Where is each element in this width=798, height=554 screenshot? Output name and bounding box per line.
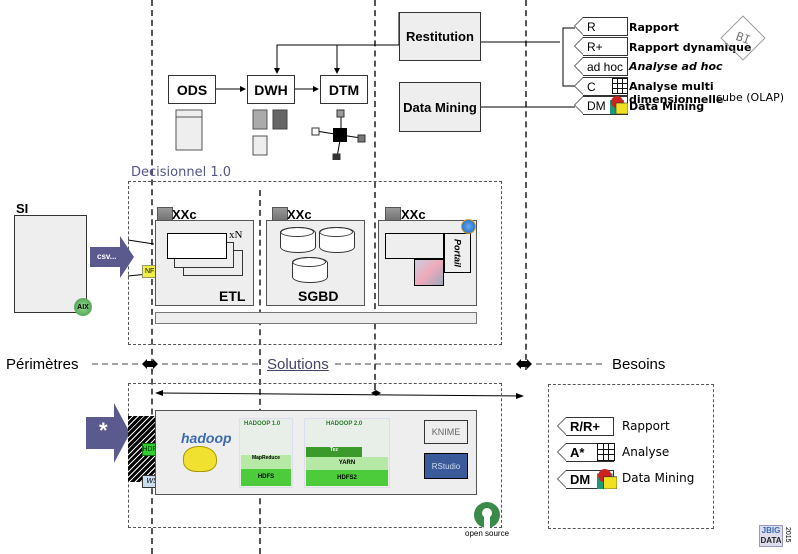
axis-lines bbox=[92, 359, 604, 399]
guide-line-middle-left bbox=[259, 190, 261, 554]
etl-window-1 bbox=[167, 233, 227, 259]
nfs-text: NFS bbox=[145, 268, 159, 275]
data-mining-icon bbox=[597, 469, 617, 489]
guide-line-right bbox=[525, 0, 527, 370]
star-arrow bbox=[86, 403, 130, 463]
cube-grid-icon bbox=[612, 78, 628, 94]
browser-icon bbox=[461, 219, 476, 234]
data-mining-box: Data Mining bbox=[399, 82, 481, 132]
hdfs-text: HDFS bbox=[142, 446, 162, 453]
olap-note: cube (OLAP) bbox=[716, 91, 785, 104]
hadoop2-title: HADOOP 2.0 bbox=[326, 421, 363, 427]
database-icon bbox=[292, 257, 328, 283]
legend-label-analyse: Analyse bbox=[622, 445, 670, 459]
rstudio-logo: RStudio bbox=[424, 453, 468, 479]
top-connectors bbox=[175, 12, 575, 160]
etl-label: ETL bbox=[219, 288, 246, 304]
tag-code: C bbox=[587, 79, 596, 94]
tag-code: R/R+ bbox=[570, 419, 600, 434]
guide-line-center bbox=[374, 0, 376, 390]
open-source-label: open source bbox=[465, 529, 510, 538]
tag-code: A* bbox=[570, 445, 585, 460]
tag-code: ad hoc bbox=[587, 59, 624, 74]
portal-server-tag: XXc bbox=[401, 207, 426, 222]
cube-grid-icon bbox=[597, 443, 615, 461]
portal-label: Portail bbox=[452, 238, 463, 267]
portal-sidebar: Portail bbox=[444, 233, 471, 273]
bi-label-data-mining: Data Mining bbox=[629, 100, 705, 113]
hadoop2-yarn-layer: YARN bbox=[306, 457, 388, 470]
hadoop1-mapreduce-layer: MapReduce bbox=[241, 455, 291, 469]
tag-code: DM bbox=[570, 472, 591, 487]
decisionnel-bus-bar bbox=[155, 312, 477, 324]
si-label: SI bbox=[16, 201, 29, 216]
csv-arrow bbox=[90, 236, 134, 278]
dtm-box: DTM bbox=[320, 75, 368, 104]
tag-code: R bbox=[587, 19, 596, 34]
legend-label-rapport: Rapport bbox=[622, 419, 670, 433]
restitution-box: Restitution bbox=[399, 12, 481, 61]
legend-tag-r-rplus: R/R+ bbox=[557, 417, 614, 436]
jbig-data-logo: JBIG DATA bbox=[759, 525, 783, 547]
bi-tag-ad-hoc: ad hoc bbox=[574, 57, 628, 76]
hadoop2-tez-layer: Tez bbox=[306, 447, 362, 457]
hadoop2-hdfs2-layer: HDFS2 bbox=[306, 470, 388, 486]
axis-solutions[interactable]: Solutions bbox=[267, 356, 329, 373]
ods-box: ODS bbox=[168, 75, 216, 104]
decisionnel-title: Decisionnel 1.0 bbox=[131, 165, 232, 180]
axis-besoins: Besoins bbox=[612, 356, 666, 373]
hadoop1-hdfs-layer: HDFS bbox=[241, 469, 291, 486]
si-box bbox=[14, 215, 87, 313]
knime-text: KNIME bbox=[431, 427, 461, 437]
etl-server-tag: XXc bbox=[172, 207, 197, 222]
legend-frame bbox=[548, 384, 714, 529]
sgbd-label: SGBD bbox=[298, 288, 339, 304]
data-mining-icon bbox=[610, 96, 628, 114]
etl-multiplier: xN bbox=[229, 229, 243, 241]
ws-text: WS bbox=[146, 478, 158, 485]
bi-label-analyse-multi: Analyse multi dimensionnelle bbox=[629, 80, 724, 106]
csv-label: csv... bbox=[97, 252, 117, 261]
bi-tag-r-plus: R+ bbox=[574, 37, 628, 56]
logo-year: 2015 bbox=[784, 527, 791, 543]
tag-code: DM bbox=[587, 98, 606, 113]
aix-text: AIX bbox=[77, 303, 89, 311]
tag-code: R+ bbox=[587, 39, 603, 54]
bi-label-rapport-dynamique: Rapport dynamique bbox=[629, 41, 752, 54]
logo-bottom: DATA bbox=[760, 536, 782, 545]
database-icon bbox=[319, 227, 355, 253]
sgbd-server-tag: XXc bbox=[287, 207, 312, 222]
bi-tag-r: R bbox=[574, 17, 628, 36]
dwh-box: DWH bbox=[247, 75, 295, 104]
hadoop-elephant-icon bbox=[183, 446, 217, 472]
hadoop-logo: hadoop bbox=[181, 430, 232, 446]
aix-badge: AIX bbox=[74, 298, 92, 316]
open-source-icon bbox=[474, 502, 500, 528]
rstudio-text: RStudio bbox=[431, 461, 461, 471]
legend-label-data-mining: Data Mining bbox=[622, 471, 695, 485]
hadoop1-title: HADOOP 1.0 bbox=[244, 421, 281, 427]
logo-top: JBIG bbox=[761, 526, 781, 535]
knime-logo: KNIME bbox=[424, 420, 468, 444]
portal-window bbox=[385, 233, 444, 259]
dashboard-thumbnail bbox=[414, 259, 444, 286]
database-icon bbox=[280, 227, 316, 253]
bi-label-rapport: Rapport bbox=[629, 21, 679, 34]
bi-badge-text: BI bbox=[733, 28, 753, 48]
star-label: * bbox=[99, 418, 108, 443]
axis-perimetres: Périmètres bbox=[6, 356, 79, 373]
bi-label-analyse-ad-hoc: Analyse ad hoc bbox=[629, 60, 723, 73]
